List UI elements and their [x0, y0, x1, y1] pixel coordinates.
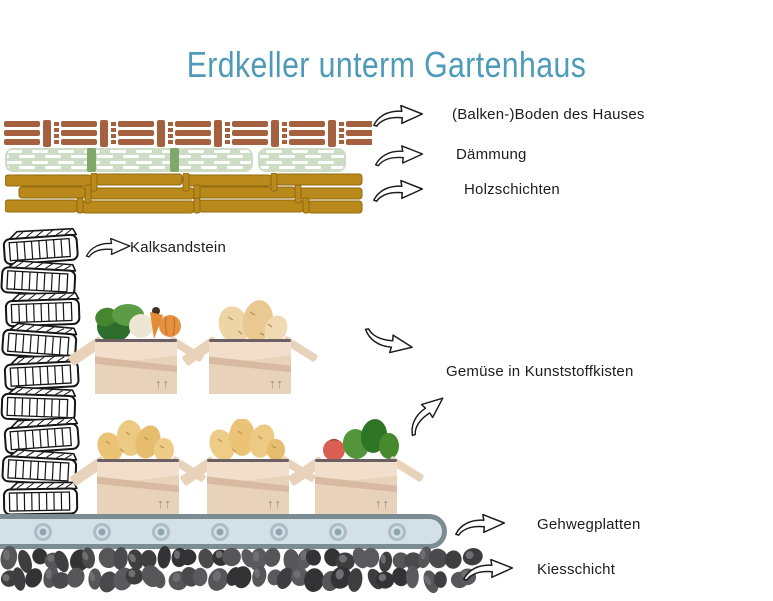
crate-front: ↑↑	[95, 342, 177, 394]
crate-front: ↑↑	[209, 342, 291, 394]
crate-potatoes: ↑↑	[179, 419, 317, 515]
label-gemuese: Gemüse in Kunststoffkisten	[446, 363, 634, 380]
curved-arrow-icon	[452, 509, 510, 537]
potatoes-illustration	[97, 420, 174, 462]
roller-icon	[93, 522, 111, 541]
roller-icon	[152, 522, 170, 541]
crate-front: ↑↑	[97, 462, 179, 514]
roller-icon	[388, 522, 406, 541]
roller-icon	[34, 522, 52, 541]
curved-arrow-icon	[373, 140, 427, 168]
this-side-up-icon: ↑↑	[267, 496, 282, 511]
crate-opening	[95, 339, 177, 342]
page-title: Erdkeller unterm Gartenhaus	[186, 44, 587, 85]
roller-icon	[211, 522, 229, 541]
crate-opening	[209, 339, 291, 342]
label-gehwegplatten: Gehwegplatten	[537, 516, 641, 533]
vegetables-illustration	[95, 304, 181, 342]
curved-arrow-icon	[84, 231, 134, 261]
tomato-broccoli-illustration	[323, 419, 399, 461]
wood-layers-illustration	[5, 173, 363, 214]
label-holzschichten: Holzschichten	[464, 181, 560, 198]
loaves-illustration	[218, 300, 288, 344]
crate-front: ↑↑	[315, 462, 397, 514]
crate-greens: ↑↑	[67, 299, 205, 395]
label-kiesschicht: Kiesschicht	[537, 561, 616, 578]
kalksandstein-block	[2, 479, 81, 516]
this-side-up-icon: ↑↑	[157, 496, 172, 511]
potatoes-illustration	[209, 419, 285, 461]
label-daemmung: Dämmung	[456, 146, 527, 163]
paving-slabs-illustration	[0, 514, 447, 549]
beam-floor-illustration	[4, 120, 372, 147]
curved-arrow-icon	[370, 175, 428, 203]
roller-icon	[270, 522, 288, 541]
curved-arrow-icon	[358, 326, 419, 362]
crate-mixed-vegetables: ↑↑	[287, 419, 425, 515]
this-side-up-icon: ↑↑	[375, 496, 390, 511]
crate-opening	[207, 459, 289, 462]
label-kalksandstein: Kalksandstein	[130, 239, 226, 256]
crate-opening	[315, 459, 397, 462]
insulation-layer-illustration	[5, 148, 346, 172]
gravel-layer-illustration	[0, 546, 483, 594]
crate-front: ↑↑	[207, 462, 289, 514]
crate-loaves: ↑↑	[181, 299, 319, 395]
curved-arrow-icon	[460, 554, 518, 582]
this-side-up-icon: ↑↑	[269, 376, 284, 391]
crate-opening	[97, 459, 179, 462]
roller-icon	[329, 522, 347, 541]
crate-potatoes: ↑↑	[69, 419, 207, 515]
label-balken-boden: (Balken-)Boden des Hauses	[452, 106, 645, 123]
this-side-up-icon: ↑↑	[155, 376, 170, 391]
curved-arrow-icon	[370, 100, 428, 128]
